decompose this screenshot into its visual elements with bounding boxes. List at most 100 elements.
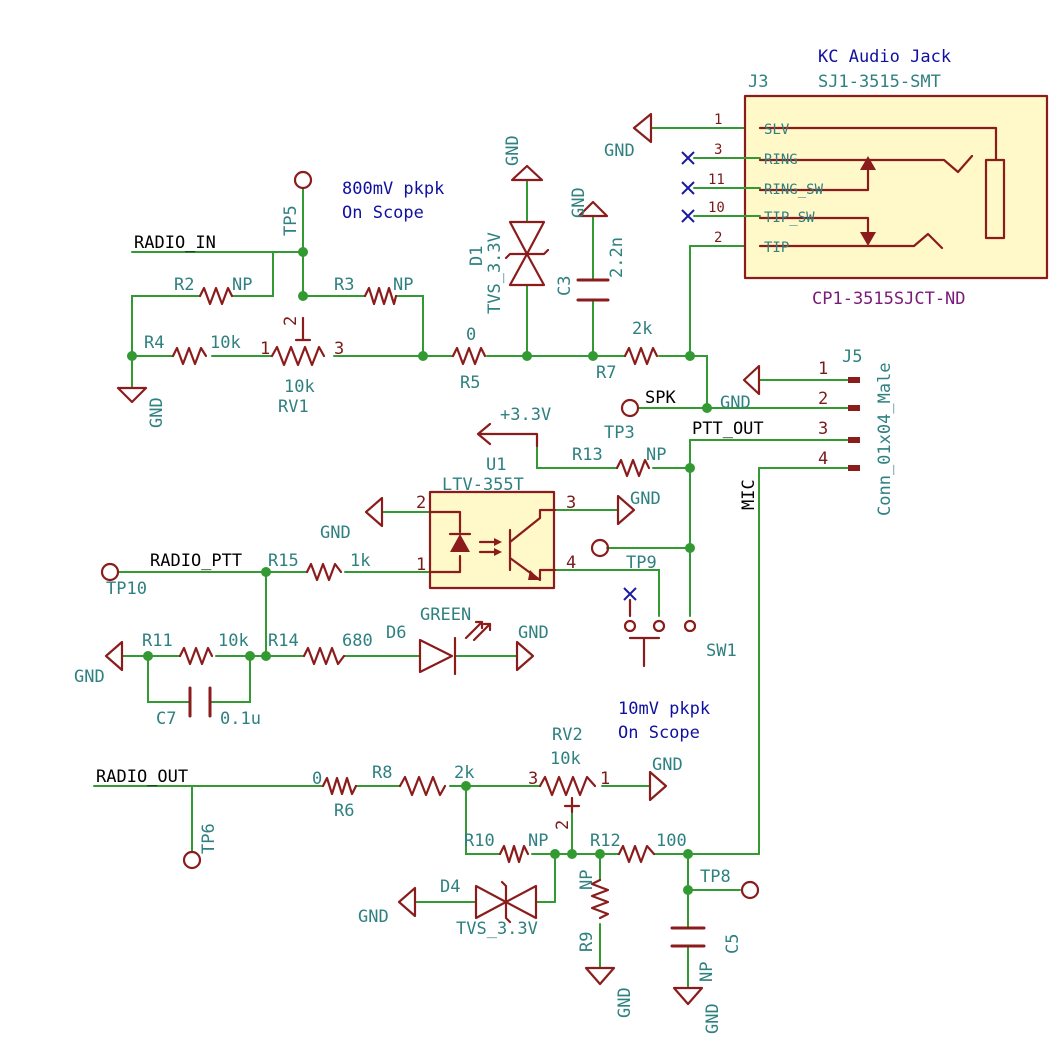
j5-pin-4: 4 [818, 449, 828, 469]
r2-body [198, 286, 234, 306]
r10-value: NP [528, 831, 548, 851]
jack-pin-10-num: 10 [708, 200, 725, 216]
rv2-pin3: 3 [528, 769, 538, 789]
r3-body [363, 286, 398, 306]
rv2-value: 10k [550, 749, 581, 769]
d6-value: GREEN [420, 605, 471, 625]
r6-body [321, 776, 358, 796]
gnd-label-u1-3: GND [630, 489, 661, 509]
r7-body [623, 346, 659, 366]
tvs-diodes [474, 220, 550, 924]
d1-ref: D1 [467, 246, 487, 266]
j5-pin-1: 1 [818, 359, 828, 379]
gnd-label-r9: GND [615, 987, 635, 1018]
r11-body [178, 646, 214, 666]
test-points [100, 170, 760, 900]
rv1-pin3: 3 [334, 339, 344, 359]
r13-body [615, 458, 651, 478]
no-connect-marks [623, 151, 761, 601]
gnd-label-d4: GND [358, 907, 389, 927]
r8-ref: R8 [372, 763, 392, 783]
r3-value: NP [393, 275, 413, 295]
net-radio-in: RADIO_IN [134, 233, 216, 253]
junction-dots [127, 247, 712, 895]
jack-pin-ring-sw: RING_SW [764, 182, 824, 198]
sw1-switch [623, 598, 697, 668]
j5-ref: J5 [842, 347, 862, 367]
r10-body [498, 844, 530, 864]
r15-body [305, 562, 343, 582]
rv1-pin2: 2 [281, 316, 301, 326]
jack-footprint: CP1-3515SJCT-ND [812, 289, 966, 309]
tp10-label: TP10 [106, 579, 147, 599]
tp5-label: TP5 [281, 205, 301, 236]
c7-body [188, 686, 212, 718]
gnd-label-r11: GND [74, 667, 105, 687]
jack-pin-slv: SLV [764, 122, 790, 138]
d6-ref: D6 [386, 623, 406, 643]
u1-pin-1: 1 [416, 555, 426, 575]
note-out-scope: On Scope [618, 723, 700, 743]
r9-body [590, 878, 610, 920]
r12-body [617, 844, 656, 864]
jack-part: SJ1-3515-SMT [818, 72, 941, 92]
c7-value: 0.1u [220, 709, 261, 729]
r8-body [398, 775, 447, 797]
gnd-label-c3: GND [569, 187, 589, 218]
sw1-ref: SW1 [706, 641, 737, 661]
note-in-scope: On Scope [342, 203, 424, 223]
u1-pin-2: 2 [416, 493, 426, 513]
jack-pin-1-num: 1 [714, 112, 722, 128]
j3-audio-jack [743, 94, 1049, 280]
jack-pin-3-num: 3 [714, 142, 722, 158]
rv2-pin1: 1 [600, 769, 610, 789]
rv2-pin2: 2 [553, 820, 573, 830]
gnd-label-j5: GND [720, 393, 751, 413]
r15-value: 1k [350, 551, 370, 571]
jack-pin-11-num: 11 [708, 172, 725, 188]
r14-value: 680 [342, 631, 373, 651]
d6-led-symbol [418, 620, 492, 676]
j5-value: Conn_01x04_Male [875, 362, 895, 516]
r15-ref: R15 [268, 551, 299, 571]
r9-ref: R9 [577, 932, 597, 952]
c5-value: NP [697, 962, 717, 982]
rv1-ref: RV1 [278, 397, 309, 417]
r3-ref: R3 [334, 275, 354, 295]
r13-value: NP [646, 445, 666, 465]
tp6-label: TP6 [199, 823, 219, 854]
rv2-ref: RV2 [552, 725, 583, 745]
wires [93, 127, 851, 989]
resistors [171, 286, 659, 920]
d4-ref: D4 [440, 877, 460, 897]
r6-ref: R6 [334, 801, 354, 821]
net-spk: SPK [645, 388, 676, 408]
c5-ref: C5 [723, 934, 743, 954]
u1-value: LTV-355T [442, 475, 524, 495]
r11-ref: R11 [142, 631, 173, 651]
j5-connector-pins [848, 377, 860, 471]
r5-value: 0 [466, 325, 476, 345]
net-mic: MIC [739, 479, 759, 510]
net-radio-ptt: RADIO_PTT [150, 551, 242, 571]
c3-body [576, 278, 610, 302]
d4-value: TVS_3.3V [456, 919, 538, 939]
tp9-label: TP9 [626, 553, 657, 573]
u1-ref: U1 [486, 455, 506, 475]
jack-title: KC Audio Jack [818, 47, 951, 67]
note-in-level: 800mV pkpk [342, 179, 444, 199]
rv1-pin1: 1 [260, 339, 270, 359]
r10-ref: R10 [464, 831, 495, 851]
tp8-label: TP8 [700, 867, 731, 887]
gnd-label-c5: GND [703, 1003, 723, 1034]
net-radio-out: RADIO_OUT [96, 767, 188, 787]
r8-value: 2k [454, 763, 474, 783]
u1-optocoupler [428, 490, 557, 590]
jack-pin-2-num: 2 [714, 230, 722, 246]
r4-value: 10k [210, 333, 241, 353]
d1-value: TVS_3.3V [485, 232, 505, 314]
jack-pin-tip: TIP [764, 240, 789, 256]
jack-pin-ring: RING [764, 152, 798, 168]
r4-body [171, 346, 208, 366]
net-ptt-out: PTT_OUT [692, 419, 764, 439]
